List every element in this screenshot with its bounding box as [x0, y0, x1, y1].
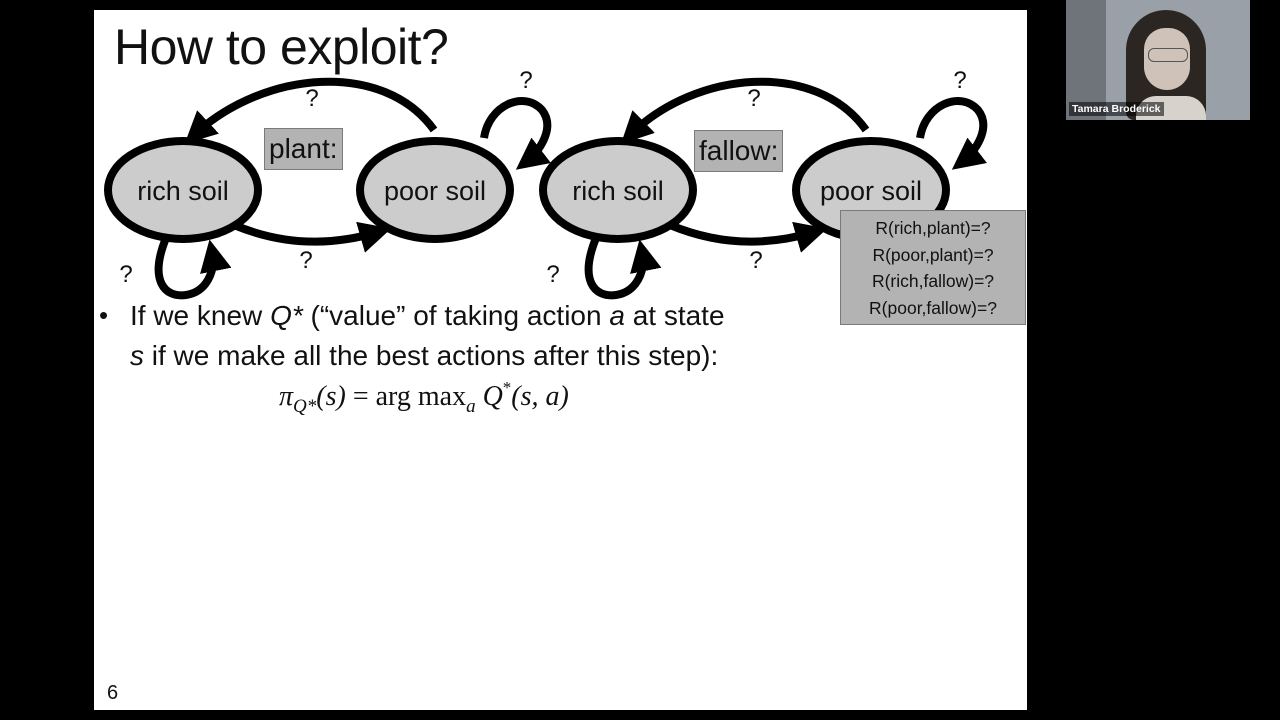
formula-argmax: arg max — [375, 381, 467, 412]
plant-arrow-poor-to-rich — [184, 77, 438, 144]
formula-lhs-arg: (s) — [316, 381, 346, 412]
bullet-action-a: a — [609, 300, 625, 331]
fallow-state-rich-label: rich soil — [572, 176, 664, 206]
fallow-q-poor-loop: ? — [953, 67, 966, 94]
plant-state-poor-label: poor soil — [384, 176, 486, 206]
fallow-q-bottom: ? — [749, 247, 762, 274]
slide-title: How to exploit? — [114, 19, 449, 75]
webcam-background — [1066, 0, 1106, 120]
plant-loop-poor — [480, 97, 552, 170]
fallow-diagram: rich soil poor soil ? ? ? ? — [539, 67, 988, 300]
fallow-q-top: ? — [747, 85, 760, 112]
fallow-q-rich-loop: ? — [546, 261, 559, 288]
webcam-person-glasses — [1148, 48, 1188, 62]
bullet-line-1: If we knew Q* (“value” of taking action … — [130, 300, 725, 332]
formula-q: Q — [482, 381, 503, 412]
webcam-participant-name: Tamara Broderick — [1069, 102, 1164, 116]
formula-equals: = — [345, 381, 376, 412]
bullet-text: If we knew — [130, 300, 271, 331]
plant-state-rich-soil — [104, 137, 262, 243]
fallow-state-rich-soil — [539, 137, 697, 243]
plant-diagram: rich soil poor soil ? ? ? ? — [104, 67, 552, 300]
bullet-dot: • — [99, 300, 109, 330]
bullet-line-2: s if we make all the best actions after … — [130, 340, 718, 372]
plant-state-poor-soil — [356, 137, 514, 243]
bullet-text: at state — [624, 300, 725, 331]
formula-argmax-subscript: a — [466, 396, 476, 417]
reward-rich-plant: R(rich,plant)=? — [875, 218, 991, 238]
plant-q-rich-loop: ? — [119, 261, 132, 288]
slide: How to exploit? rich soil poor soil ? ? … — [94, 10, 1027, 710]
bullet-state-s: s — [130, 340, 144, 371]
bullet-text: (“value” of taking action — [302, 300, 610, 331]
formula-rhs-args: (s, a) — [511, 381, 569, 412]
bullet-text: if we make all the best actions after th… — [144, 340, 719, 371]
plant-action-label: plant: — [264, 128, 343, 170]
fallow-action-label: fallow: — [694, 130, 784, 172]
plant-state-rich-label: rich soil — [137, 176, 229, 206]
plant-q-bottom: ? — [299, 247, 312, 274]
plant-q-top: ? — [305, 85, 318, 112]
policy-formula: πQ*(s) = arg maxa Q*(s, a) — [279, 378, 569, 418]
formula-pi-subscript: Q* — [293, 396, 317, 417]
reward-rich-fallow: R(rich,fallow)=? — [871, 271, 995, 291]
mdp-diagrams: rich soil poor soil ? ? ? ? rich soil po… — [104, 67, 988, 300]
reward-poor-plant: R(poor,plant)=? — [872, 244, 994, 265]
bullet-q-star: Q* — [270, 300, 303, 331]
webcam-tile[interactable]: Tamara Broderick — [1066, 0, 1250, 120]
fallow-arrow-poor-to-rich — [620, 77, 870, 144]
fallow-arrow-rich-to-poor — [668, 221, 828, 253]
plant-arrow-rich-to-poor — [232, 221, 392, 253]
plant-loop-rich — [154, 236, 232, 300]
slide-number: 6 — [107, 682, 119, 704]
fallow-state-poor-label: poor soil — [820, 176, 922, 206]
reward-poor-fallow: R(poor,fallow)=? — [869, 297, 997, 318]
formula-q-star: * — [502, 378, 512, 397]
formula-pi: π — [279, 381, 294, 412]
reward-box: R(rich,plant)=? R(poor,plant)=? R(rich,f… — [840, 210, 1026, 325]
fallow-loop-rich — [584, 236, 662, 300]
plant-q-poor-loop: ? — [519, 67, 532, 94]
fallow-loop-poor — [916, 97, 988, 170]
